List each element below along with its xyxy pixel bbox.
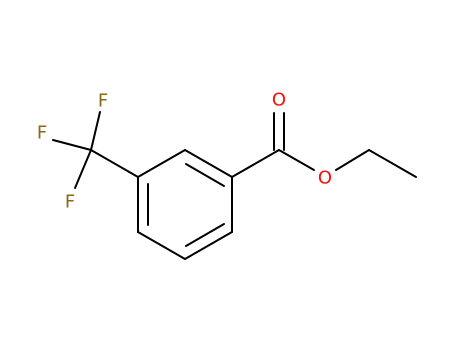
fluorine-label-bottom: F (65, 192, 75, 213)
ethyl-bond (368, 149, 417, 178)
cf-bond (74, 149, 92, 189)
ring-bond (137, 149, 186, 178)
ring-to-cf3-bond (90, 149, 139, 178)
carbonyl-oxygen-label: O (272, 90, 286, 111)
ester-group (231, 112, 417, 178)
fluorine-label-left: F (37, 123, 47, 144)
ring-double-bond (185, 163, 225, 187)
ring-double-bond (185, 223, 225, 247)
ethyl-oxygen-bond (335, 149, 370, 171)
ring-bond (137, 231, 186, 260)
ring-to-carbonyl-bond (231, 149, 280, 178)
benzene-ring (137, 149, 233, 260)
cf-bond (52, 139, 92, 151)
fluorine-label-top: F (98, 91, 108, 112)
ester-oxygen-label: O (318, 168, 332, 189)
trifluoromethyl-group (52, 111, 139, 189)
ester-oxygen-bond (278, 149, 315, 171)
ring-bond (184, 149, 233, 178)
cf-bond (90, 111, 101, 151)
ring-bond (184, 231, 233, 260)
